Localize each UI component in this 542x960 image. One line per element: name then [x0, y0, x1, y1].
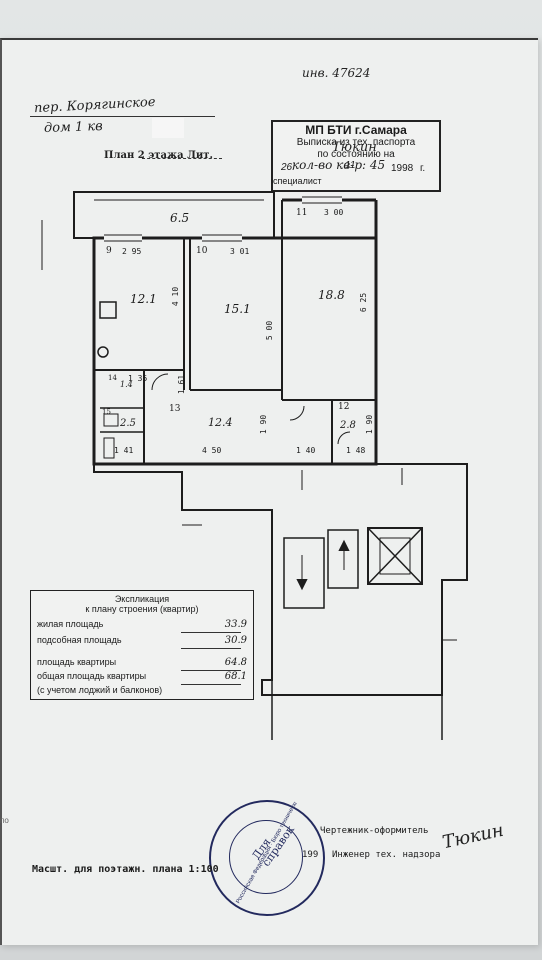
room-14-area: 1.4: [120, 380, 133, 389]
row-value: 30.9: [224, 635, 247, 646]
underline: [181, 670, 241, 671]
document-sheet: пер. Корягинское дом 1 кв План 2 этажа Л…: [0, 38, 538, 945]
dimension-label: 1 90: [365, 414, 375, 435]
dimension-label: 2 95: [122, 247, 142, 256]
room-15-area: 2.5: [120, 418, 136, 429]
floor-plan-label: План 2 этажа Лит.: [104, 150, 213, 161]
dimension-label: 1 61: [177, 374, 187, 395]
room-10-number: 10: [196, 246, 208, 256]
apartment-outline: [92, 236, 378, 466]
row-label: жилая площадь: [37, 619, 104, 629]
specialist-signature: Тюкин: [332, 140, 377, 155]
dimension-label: 1 40: [296, 446, 316, 455]
floor-plan-drawing: [41, 191, 468, 740]
dimension-label: 1 90: [259, 414, 269, 435]
room-12-area: 2.8: [340, 420, 356, 431]
date-month: 11: [345, 160, 356, 171]
row-label: площадь квартиры: [37, 657, 117, 667]
underline: [30, 116, 215, 117]
room-13-number: 13: [169, 404, 181, 414]
room-9-area: 12.1: [130, 292, 157, 306]
flats-count: кол-во кв-р: 45: [292, 158, 386, 172]
explication-table: Экспликация к плану строения (квартир) ж…: [30, 590, 254, 700]
extract-line: Выписка из тех. паспорта: [296, 137, 416, 148]
draftsman-label: Чертежник-оформитель: [320, 826, 429, 836]
dimension-label: 4 50: [202, 446, 222, 455]
room-9-number: 9: [106, 246, 112, 256]
engineer-label: Инженер тех. надзора: [332, 850, 441, 860]
room-15-number: 15: [102, 408, 111, 416]
explication-subtitle: к плану строения (квартир): [85, 604, 199, 614]
inventory-number: инв. 47624: [302, 66, 371, 80]
stamp-inner-ring: [229, 820, 303, 894]
explication-row: жилая площадь 33.9: [37, 619, 247, 630]
room-11-area: 18.8: [318, 288, 345, 302]
explication-note: (с учетом лоджий и балконов): [37, 685, 163, 695]
org-name: МП БТИ г.Самара: [305, 123, 407, 137]
dimension-label: 3 01: [230, 247, 250, 256]
side-mark: по: [0, 816, 9, 825]
dimension-label: 5 00: [265, 320, 275, 341]
room-11-number: 11: [296, 208, 308, 218]
date-day: 26.: [281, 162, 295, 173]
year-fragment: 199: [302, 850, 319, 860]
dimension-label: 3 00: [324, 208, 344, 217]
date-suffix: г.: [420, 163, 426, 174]
explication-row: площадь квартиры 64.8: [37, 657, 247, 668]
scale-label: Масшт. для поэтажн. плана 1:100: [32, 864, 219, 875]
room-13-area: 12.4: [208, 416, 233, 429]
room-10-area: 15.1: [224, 302, 251, 316]
explication-title: Экспликация: [114, 594, 170, 604]
underline: [142, 158, 222, 160]
underline: [181, 632, 241, 633]
dimension-label: 1 48: [346, 446, 366, 455]
state-line: по состоянию на: [317, 149, 395, 160]
bti-header-box: МП БТИ г.Самара Выписка из тех. паспорта…: [271, 120, 441, 192]
row-value: 64.8: [224, 657, 247, 668]
row-label: общая площадь квартиры: [37, 671, 147, 681]
row-label: подсобная площадь: [37, 635, 122, 645]
row-value: 33.9: [224, 619, 247, 630]
dimension-label: 1 41: [114, 446, 134, 455]
row-value: 68.1: [224, 671, 247, 682]
underline: [181, 684, 241, 685]
dimension-label: 4 10: [171, 286, 181, 307]
room-14-number: 14: [108, 374, 117, 382]
official-round-stamp: Для справок Российская Федерация · Бюро …: [209, 800, 325, 916]
redaction-patch: [152, 118, 184, 138]
dimension-label: 6 25: [359, 292, 369, 313]
underline: [181, 648, 241, 649]
room-12-number: 12: [338, 402, 350, 412]
room-balcony-area: 6.5: [170, 211, 190, 225]
specialist-label: специалист: [273, 176, 322, 186]
date-year: 1998: [391, 163, 414, 174]
explication-row: общая площадь квартиры 68.1: [37, 671, 247, 682]
explication-row: подсобная площадь 30.9: [37, 635, 247, 646]
dimension-label: 1 35: [128, 374, 148, 383]
